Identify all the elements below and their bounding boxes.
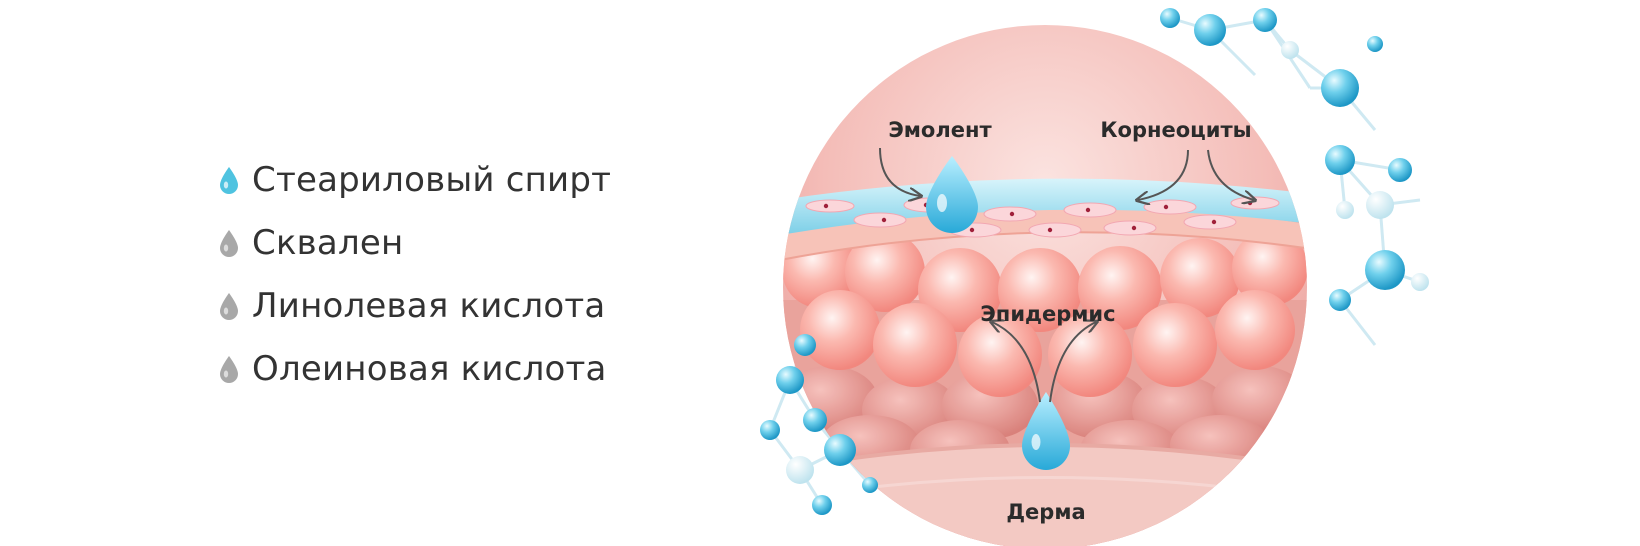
- ingredient-label: Олеиновая кислота: [252, 348, 607, 389]
- ingredient-label: Линолевая кислота: [252, 285, 606, 326]
- epidermis-cells: [783, 230, 1307, 397]
- ingredient-item: Сквален: [216, 211, 611, 274]
- water-drop-icon: [220, 355, 238, 383]
- ingredient-label: Сквален: [252, 222, 404, 263]
- ingredient-item: Стеариловый спирт: [216, 148, 611, 211]
- ingredient-item: Линолевая кислота: [216, 274, 611, 337]
- emollient-drop-icon: [926, 156, 978, 233]
- water-drop-icon: [220, 292, 238, 320]
- emollient-label: Эмолент: [888, 118, 992, 142]
- ingredient-list: Стеариловый спирт Сквален Линолевая кисл…: [216, 148, 611, 400]
- ingredient-label: Стеариловый спирт: [252, 159, 612, 200]
- water-drop-icon: [220, 229, 238, 257]
- water-drop-icon: [220, 166, 238, 194]
- dermis-label: Дерма: [1006, 500, 1086, 524]
- diagram-arrows: [879, 147, 1254, 403]
- epidermis-label: Эпидермис: [980, 302, 1116, 326]
- corneocytes-label: Корнеоциты: [1100, 118, 1252, 142]
- ingredient-item: Олеиновая кислота: [216, 337, 611, 400]
- dermis-drop-icon: [1022, 392, 1070, 470]
- molecule-spheres: [760, 8, 1429, 515]
